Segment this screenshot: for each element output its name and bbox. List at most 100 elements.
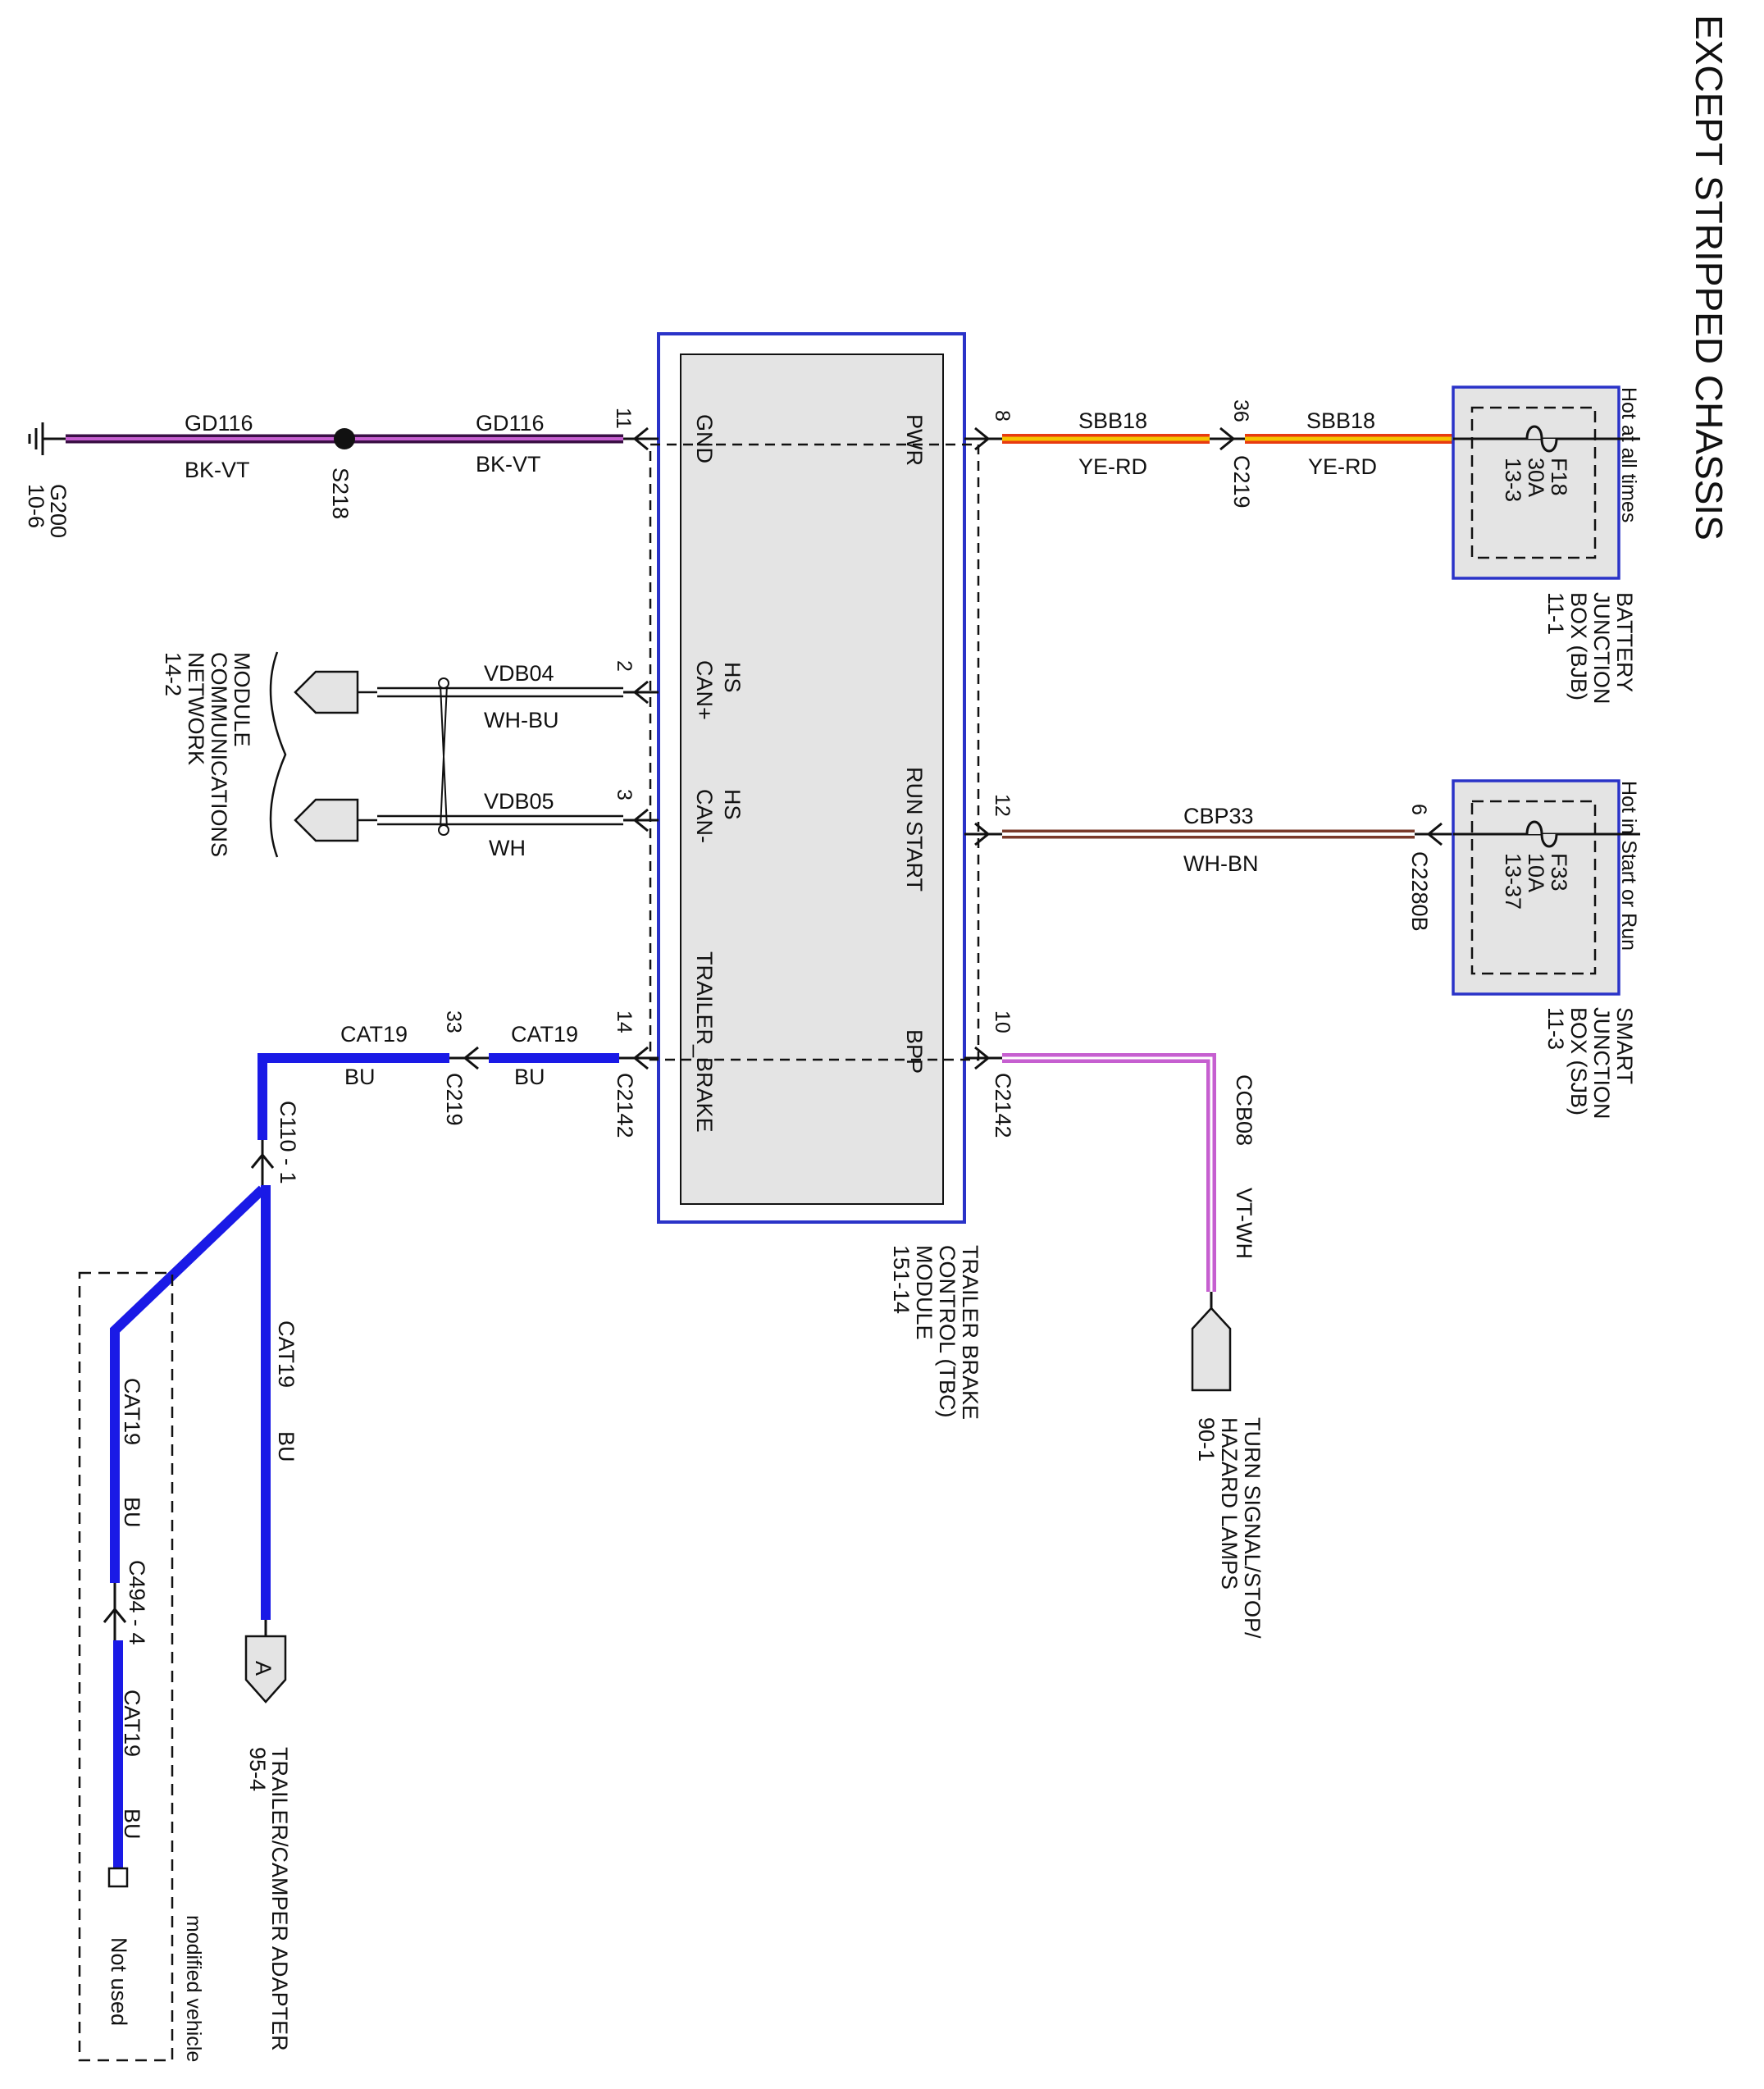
pin-10: 10 [991, 1010, 1014, 1033]
wire-cat19-adapter: CAT19 [274, 1320, 299, 1388]
wire-sbb18-left: SBB18 [1078, 408, 1147, 433]
splice-dot [334, 428, 355, 449]
ground-10-6: 10-6 [24, 484, 48, 528]
bjb-label-2: JUNCTION [1589, 592, 1614, 705]
fuse-f33-label-3: 13-37 [1501, 853, 1525, 910]
lamps-label-2: HAZARD LAMPS [1217, 1417, 1242, 1590]
wire-cbp33: CBP33 [1183, 804, 1254, 828]
lamps-label-1: TURN SIGNAL/STOP/ [1240, 1417, 1265, 1639]
hot-in-start-or-run: Hot in Start or Run [1617, 781, 1640, 951]
pin-12: 12 [991, 794, 1014, 817]
module-body [680, 353, 944, 1205]
page-title: EXCEPT STRIPPED CHASSIS [1688, 15, 1730, 540]
pin-label-hs-can-plus-1: HS [720, 662, 745, 693]
fuse-f33-label-2: 10A [1524, 853, 1548, 892]
bpp-circuit: 10 C2142 CCB08 VT-WH TURN SIGNAL/STOP/ H… [964, 1010, 1265, 1639]
pin-label-hs-can-minus-1: HS [720, 789, 745, 820]
can-circuit: VDB04 WH-BU VDB05 WH 2 3 MODULE COMMUNIC… [161, 651, 659, 860]
wire-bu-modified: BU [120, 1497, 144, 1528]
wire-vdb05: VDB05 [484, 789, 554, 814]
bjb-label-4: 11-1 [1543, 592, 1568, 635]
run-start-circuit: CBP33 WH-BN 12 6 C2280B Hot in Start or … [964, 779, 1640, 1120]
connector-c2142-right: C2142 [991, 1073, 1015, 1138]
bjb-label-1: BATTERY [1612, 592, 1637, 692]
sjb-label-2: JUNCTION [1589, 1007, 1614, 1120]
wire-vtwh: VT-WH [1232, 1188, 1256, 1259]
wire-bu-left: BU [344, 1065, 376, 1089]
wire-cat19-modified: CAT19 [120, 1378, 144, 1445]
pin-11: 11 [612, 408, 635, 429]
pin-label-pwr: PWR [902, 414, 927, 466]
wire-vdb04: VDB04 [484, 661, 554, 686]
wire-bkvt-right: BK-VT [476, 452, 541, 477]
fuse-f18-label-1: F18 [1547, 458, 1571, 496]
sjb-label-3: BOX (SJB) [1566, 1007, 1591, 1115]
twisted-pair-end-bottom [438, 824, 449, 836]
wire-whbn: WH-BN [1183, 851, 1258, 876]
sjb-box [1452, 779, 1620, 996]
pin-label-hs-can-minus-2: CAN- [692, 789, 717, 843]
connector-c494: C494 - 4 [125, 1560, 149, 1645]
fuse-f33-label-1: F33 [1547, 853, 1571, 892]
pin-label-hs-can-plus-2: CAN+ [692, 660, 717, 720]
wire-cat19-right: CAT19 [511, 1022, 578, 1047]
splice-s218: S218 [328, 468, 353, 519]
pin-label-bpp: BPP [902, 1029, 927, 1074]
bjb-box [1452, 385, 1620, 580]
pin-36: 36 [1229, 399, 1252, 422]
ground-symbol [28, 422, 66, 455]
module-outer-border [657, 332, 966, 1224]
can-minus-connector [294, 798, 359, 842]
ground-circuit: GD116 BK-VT GD116 BK-VT 11 S218 G200 10-… [24, 408, 659, 538]
wire-ccb08: CCB08 [1232, 1074, 1256, 1146]
sjb-label-1: SMART [1612, 1007, 1637, 1084]
network-label-2: COMMUNICATIONS [207, 652, 231, 857]
connector-a-letter: A [251, 1661, 276, 1676]
connector-c2142-left: C2142 [613, 1073, 637, 1138]
pin-2: 2 [613, 660, 636, 672]
lamps-label-3: 90-1 [1194, 1417, 1219, 1462]
wire-cat19-left: CAT19 [340, 1022, 408, 1047]
adapter-label-2: 95-4 [245, 1747, 270, 1791]
fuse-f18-symbol [1525, 425, 1558, 453]
bpp-wire-stripe [1002, 1056, 1213, 1292]
connector-c219-pwr: C219 [1229, 455, 1254, 509]
pin-8-arrow [974, 426, 991, 451]
wire-yerd-right: YE-RD [1308, 454, 1377, 479]
wire-yerd-left: YE-RD [1078, 454, 1147, 479]
network-label-3: NETWORK [184, 652, 208, 765]
c219-arrow [463, 1046, 479, 1070]
pin-14: 14 [613, 1010, 636, 1033]
c219-pwr-arrow [1219, 426, 1236, 451]
modified-wire [110, 1185, 267, 1583]
pin-12-arrow [974, 822, 991, 846]
bpp-wire-outline [1002, 1053, 1216, 1292]
wire-whbu: WH-BU [484, 708, 558, 732]
hot-at-all-times: Hot at all times [1617, 387, 1640, 522]
wire-cat19-notused: CAT19 [120, 1690, 144, 1757]
module-name-2: CONTROL (TBC) [935, 1245, 959, 1418]
sjb-inner-dashed [1470, 800, 1597, 975]
connector-c2280b: C2280B [1407, 851, 1432, 932]
pin-label-gnd: GND [692, 414, 717, 463]
module-name-4: 151-14 [889, 1245, 914, 1314]
pin-3: 3 [613, 789, 636, 800]
trailer-brake-circuit: A CAT19 BU CAT19 BU 14 C2142 33 C219 C11… [78, 1010, 659, 2062]
tbc-module: GND HS CAN+ HS CAN- TRAILER_BRAKE PWR RU… [649, 332, 982, 1420]
connector-c219-left: C219 [442, 1073, 467, 1126]
sjb-label-4: 11-3 [1543, 1007, 1568, 1050]
network-label-4: 14-2 [161, 652, 185, 696]
lamps-connector [1191, 1307, 1232, 1392]
wire-gd116-left: GD116 [185, 411, 253, 436]
module-name-3: MODULE [912, 1245, 937, 1340]
adapter-label-1: TRAILER/CAMPER ADAPTER [267, 1747, 292, 2051]
network-label-1: MODULE [230, 652, 254, 747]
pin-33: 33 [442, 1010, 465, 1033]
connector-c110: C110 - 1 [276, 1101, 300, 1184]
connector-a [244, 1635, 287, 1704]
fuse-f18-label-2: 30A [1524, 458, 1548, 497]
pin-6: 6 [1407, 804, 1430, 815]
pin-6-arrow [1426, 822, 1443, 846]
network-bracket [269, 651, 287, 858]
